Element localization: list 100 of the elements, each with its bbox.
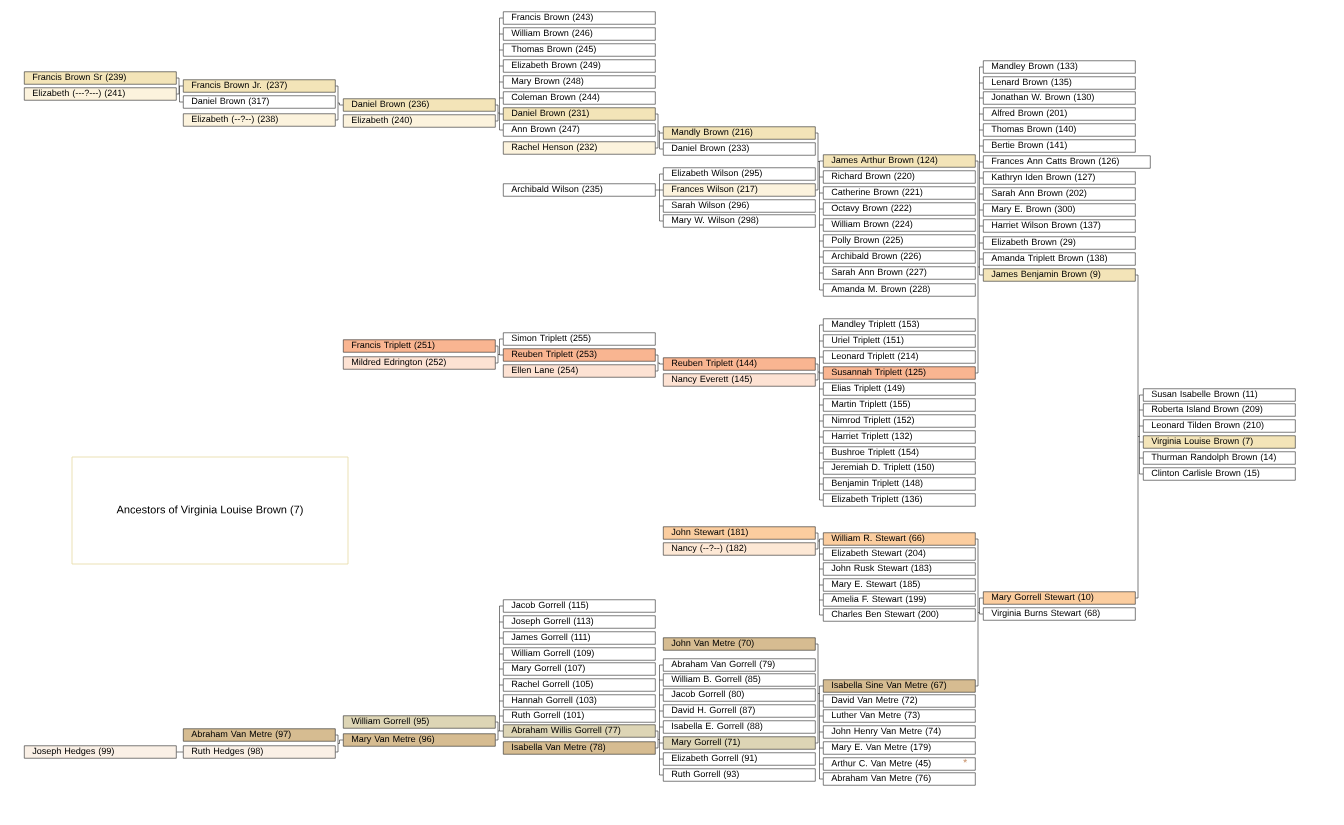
person-box: Benjamin Triplett (148): [823, 477, 976, 491]
person-box: Uriel Triplett (151): [823, 334, 976, 348]
person-box: Mary Brown (248): [503, 75, 656, 89]
person-box: Jacob Gorrell (80): [663, 688, 816, 702]
person-box: Reuben Triplett (253): [503, 348, 656, 362]
person-box: Elizabeth (---?---) (241): [24, 87, 177, 101]
person-box: Francis Brown Sr (239): [24, 71, 177, 85]
person-box: Polly Brown (225): [823, 234, 976, 248]
person-box: Joseph Gorrell (113): [503, 615, 656, 629]
person-box: Elias Triplett (149): [823, 382, 976, 396]
person-box: William Gorrell (95): [343, 715, 496, 729]
person-box: Hannah Gorrell (103): [503, 694, 656, 708]
person-box: Elizabeth Brown (29): [983, 236, 1136, 250]
person-box: Catherine Brown (221): [823, 186, 976, 200]
title-box: Ancestors of Virginia Louise Brown (7): [71, 456, 349, 565]
person-box: Elizabeth (--?--) (238): [183, 113, 336, 127]
person-box: Mary W. Wilson (298): [663, 214, 816, 228]
person-box: Thomas Brown (245): [503, 43, 656, 57]
person-box: John Henry Van Metre (74): [823, 725, 976, 739]
person-box: Nancy Everett (145): [663, 373, 816, 387]
person-box: Susan Isabelle Brown (11): [1143, 388, 1296, 402]
person-box: Thomas Brown (140): [983, 123, 1136, 137]
person-box: Mary Gorrell (107): [503, 662, 656, 676]
connector-line: [655, 173, 664, 222]
person-box: Coleman Brown (244): [503, 91, 656, 105]
person-box: David Van Metre (72): [823, 694, 976, 708]
person-box: Abraham Van Metre (97): [183, 728, 336, 742]
person-box: Mary E. Van Metre (179): [823, 741, 976, 755]
person-box: Ruth Gorrell (101): [503, 709, 656, 723]
person-box: David H. Gorrell (87): [663, 704, 816, 718]
person-box: Bushroe Triplett (154): [823, 446, 976, 460]
person-box: Roberta Island Brown (209): [1143, 403, 1296, 417]
person-box: Leonard Tilden Brown (210): [1143, 419, 1296, 433]
person-box: Reuben Triplett (144): [663, 357, 816, 371]
person-box: Luther Van Metre (73): [823, 709, 976, 723]
person-box: Susannah Triplett (125): [823, 366, 976, 380]
person-box: Archibald Brown (226): [823, 250, 976, 264]
connector-line: [335, 85, 344, 121]
connector-line: [815, 132, 824, 291]
person-box: John Van Metre (70): [663, 637, 816, 651]
person-box: Daniel Brown (231): [503, 107, 656, 121]
person-box: Martin Triplett (155): [823, 398, 976, 412]
person-box: Daniel Brown (317): [183, 95, 336, 109]
person-box: Virginia Burns Stewart (68): [983, 607, 1136, 621]
person-box: Francis Triplett (251): [343, 339, 496, 353]
person-box: Nancy (--?--) (182): [663, 542, 816, 556]
connector-line: [495, 605, 504, 741]
connector-line: [655, 354, 664, 372]
connector-line: [176, 751, 184, 753]
person-box: Simon Triplett (255): [503, 332, 656, 346]
person-box: Archibald Wilson (235): [503, 183, 656, 197]
person-box: Amelia F. Stewart (199): [823, 593, 976, 607]
person-box: Jeremiah D. Triplett (150): [823, 461, 976, 475]
person-box: Kathryn Iden Brown (127): [983, 171, 1136, 185]
person-box: Ruth Hedges (98): [183, 745, 336, 759]
person-box: Joseph Hedges (99): [24, 745, 177, 759]
connector-line: [655, 113, 664, 150]
person-box: Sarah Wilson (296): [663, 199, 816, 213]
connector-line: [495, 338, 504, 364]
person-box: Elizabeth Wilson (295): [663, 167, 816, 181]
person-box: Francis Brown Jr. (237): [183, 79, 336, 93]
connector-line: [1135, 274, 1144, 599]
person-box: William Gorrell (109): [503, 647, 656, 661]
person-box: Sarah Ann Brown (202): [983, 187, 1136, 201]
connector-line: [815, 643, 824, 780]
connector-line: [655, 664, 664, 776]
person-box: Isabella Van Metre (78): [503, 741, 656, 755]
person-box: Mandley Triplett (153): [823, 318, 976, 332]
connector-line: [176, 77, 184, 103]
person-box: Isabella E. Gorrell (88): [663, 720, 816, 734]
person-box: Mary Gorrell (71): [663, 736, 816, 750]
person-box: William Brown (224): [823, 218, 976, 232]
connector-line: [815, 532, 824, 616]
person-box: Frances Wilson (217): [663, 183, 816, 197]
person-box: William R. Stewart (66): [823, 532, 976, 546]
person-box: Octavy Brown (222): [823, 202, 976, 216]
person-box: Virginia Louise Brown (7): [1143, 435, 1296, 449]
person-box: Leonard Triplett (214): [823, 350, 976, 364]
person-box: Elizabeth Brown (249): [503, 59, 656, 73]
person-box: John Rusk Stewart (183): [823, 562, 976, 576]
connector-line: [975, 66, 984, 374]
person-box: Richard Brown (220): [823, 170, 976, 184]
person-box: Clinton Carlisle Brown (15): [1143, 467, 1296, 481]
person-box: Thurman Randolph Brown (14): [1143, 451, 1296, 465]
person-box: Arthur C. Van Metre (45) *: [823, 757, 976, 771]
person-box: Nimrod Triplett (152): [823, 414, 976, 428]
person-box: Ann Brown (247): [503, 123, 656, 137]
person-box: Harriet Triplett (132): [823, 430, 976, 444]
person-box: Charles Ben Stewart (200): [823, 608, 976, 622]
person-box: James Gorrell (111): [503, 631, 656, 645]
person-box: Jacob Gorrell (115): [503, 599, 656, 613]
person-box: James Benjamin Brown (9): [983, 268, 1136, 282]
person-box: Isabella Sine Van Metre (67): [823, 679, 976, 693]
person-box: Rachel Henson (232): [503, 141, 656, 155]
person-box: Amanda Triplett Brown (138): [983, 252, 1136, 266]
person-box: Elizabeth Triplett (136): [823, 493, 976, 507]
person-box: James Arthur Brown (124): [823, 154, 976, 168]
person-box: Mary Van Metre (96): [343, 733, 496, 747]
person-box: Frances Ann Catts Brown (126): [983, 155, 1151, 169]
person-box: Elizabeth (240): [343, 114, 496, 128]
